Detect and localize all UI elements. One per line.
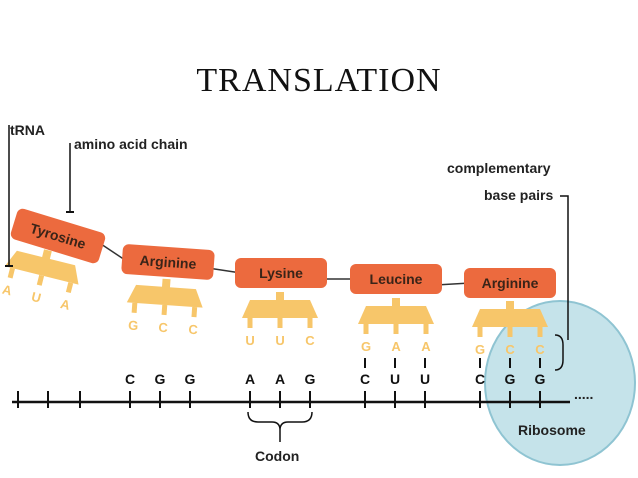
anticodon-letter: C xyxy=(505,342,515,357)
trna-leg xyxy=(7,267,15,279)
trna-head xyxy=(4,250,79,285)
trna-leg xyxy=(307,318,313,328)
amino-acid-shape xyxy=(350,264,442,294)
amino-acid-name: Leucine xyxy=(370,271,423,287)
amino-acid-shape xyxy=(464,268,556,298)
trna-stem xyxy=(506,301,514,311)
trna-stem xyxy=(161,278,171,290)
codon-base-letter: C xyxy=(475,371,485,387)
amino-acid-name: Arginine xyxy=(482,275,539,291)
ribosome-label: Ribosome xyxy=(518,422,586,438)
trna-leg xyxy=(36,274,45,286)
amino-acid-shape xyxy=(121,244,215,280)
trna-leg xyxy=(65,282,74,294)
codon-base-letter: A xyxy=(245,371,255,387)
page-title: TRANSLATION xyxy=(196,62,442,99)
codon-base-letter: G xyxy=(155,371,166,387)
trna-leg xyxy=(191,306,198,318)
amino-acid-name: Lysine xyxy=(259,265,303,281)
trna-leg xyxy=(131,302,138,314)
anticodon-letter: U xyxy=(30,289,43,306)
trna-leg xyxy=(507,327,513,337)
trna-leg xyxy=(161,304,168,316)
anticodon-letter: G xyxy=(361,339,371,354)
codon-base-letter: A xyxy=(275,371,285,387)
codon-label: Codon xyxy=(255,448,300,464)
anticodon-letter: C xyxy=(305,333,315,348)
base-pairs-label: base pairs xyxy=(484,187,554,203)
anticodon-letter: A xyxy=(421,339,431,354)
amino-acid-box: Arginine xyxy=(464,268,556,298)
anticodon-letter: G xyxy=(475,342,485,357)
anticodon-letter: A xyxy=(391,339,401,354)
codon-base-letter: C xyxy=(125,371,135,387)
anticodon-letter: C xyxy=(535,342,545,357)
amino-acid-box: Arginine xyxy=(121,244,215,280)
codon-base-letter: G xyxy=(535,371,546,387)
label-pointers xyxy=(5,125,569,442)
trna-head xyxy=(472,309,548,327)
amino-acid-box: Lysine xyxy=(235,258,327,288)
amino-acid-box: Leucine xyxy=(350,264,442,294)
trna-leg xyxy=(393,324,399,334)
trna-leg xyxy=(363,324,369,334)
anticodon-letter: U xyxy=(245,333,254,348)
trna-label: tRNA xyxy=(10,122,45,138)
anticodon-letter: C xyxy=(188,322,199,338)
codon-base-letter: G xyxy=(305,371,316,387)
ellipsis-label: ..... xyxy=(574,386,594,402)
amino-acid-shape xyxy=(235,258,327,288)
base-pairs-bracket xyxy=(554,334,564,371)
trna-head xyxy=(358,306,434,324)
amino-acid-chain-label: amino acid chain xyxy=(74,136,188,152)
amino-acid-shape xyxy=(10,208,106,264)
anticodon-letter: A xyxy=(59,296,72,313)
codon-brace xyxy=(247,411,313,431)
trna-head xyxy=(126,284,203,308)
trna-leg xyxy=(277,318,283,328)
amino-acid-name: Arginine xyxy=(139,252,197,272)
anticodon-letter: G xyxy=(128,317,139,333)
trna-stem xyxy=(392,298,400,308)
anticodon-letter: C xyxy=(158,320,169,336)
trna-stem xyxy=(276,292,284,302)
anticodon-letter: U xyxy=(275,333,284,348)
anticodon-letter: A xyxy=(1,282,14,299)
trna-leg xyxy=(247,318,253,328)
codon-base-letter: C xyxy=(360,371,370,387)
base-pairs-pointer xyxy=(560,195,569,340)
codon-base-letter: U xyxy=(390,371,400,387)
trna-head xyxy=(242,300,318,318)
complementary-label: complementary xyxy=(447,160,551,176)
codon-base-letter: G xyxy=(505,371,516,387)
trna-leg xyxy=(477,327,483,337)
codon-base-letter: U xyxy=(420,371,430,387)
trna-leg xyxy=(423,324,429,334)
ribosome-shape xyxy=(484,300,636,466)
trna-leg xyxy=(537,327,543,337)
codon-base-letter: G xyxy=(185,371,196,387)
